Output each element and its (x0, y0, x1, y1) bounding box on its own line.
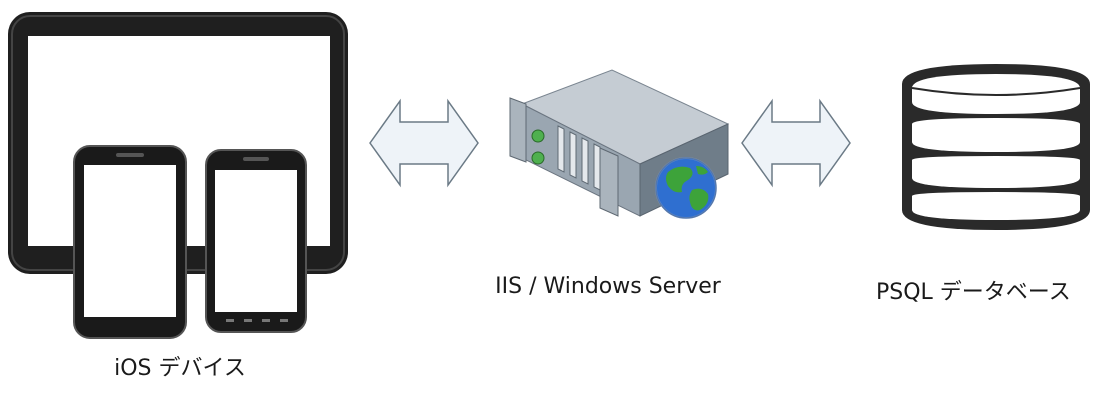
server-left-ear (509, 97, 527, 163)
phone-right-screen (215, 170, 297, 312)
edge-devices-server (368, 98, 480, 188)
bidirectional-arrow-icon (741, 98, 851, 188)
devices-label: iOS デバイス (114, 356, 246, 381)
phone-left-screen (84, 165, 176, 317)
status-light-2 (531, 151, 545, 165)
phone-left-earpiece (116, 153, 144, 157)
status-light-1 (531, 129, 545, 143)
phone-right-earpiece (243, 157, 269, 161)
bidirectional-arrow-icon (369, 98, 479, 188)
devices-node (6, 10, 352, 340)
drive-bays (557, 125, 601, 191)
edge-server-database (740, 98, 852, 188)
server-right-ear (599, 147, 619, 217)
tablet-and-phones-icon (8, 12, 348, 339)
web-server-icon (509, 69, 730, 219)
database-icon (902, 64, 1090, 230)
database-node (898, 62, 1094, 232)
phone-right-nav-buttons (226, 319, 288, 322)
database-platters (912, 74, 1080, 220)
database-label: PSQL データベース (876, 280, 1071, 305)
globe-icon (655, 157, 717, 219)
server-label: IIS / Windows Server (495, 274, 721, 299)
server-node (500, 66, 730, 226)
